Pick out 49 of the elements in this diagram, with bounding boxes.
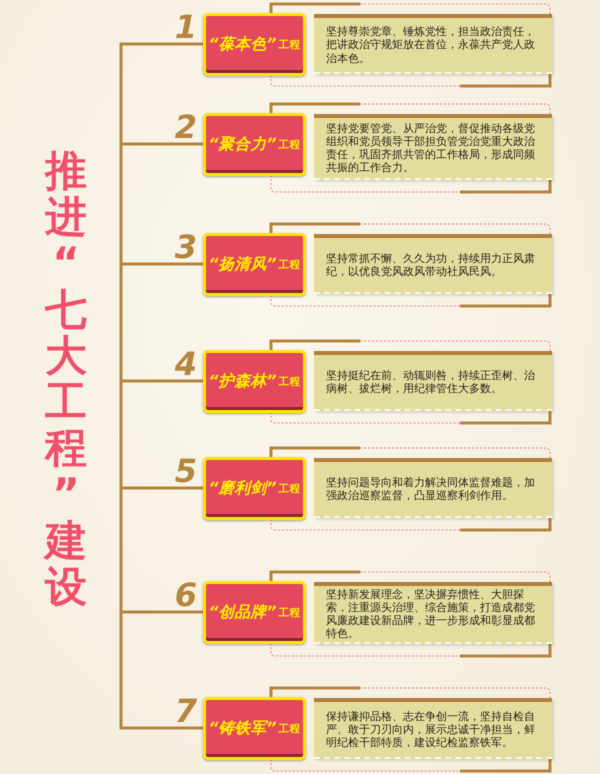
description-text: 保持谦抑品格、志在争创一流，坚持自检自严、敢于刀刃向内，展示忠诚干净担当，鲜明纪检干部特质，建设纪检监察铁军。 (326, 710, 536, 750)
description-card (314, 234, 552, 294)
vertical-title: 推进“七大工程”建设 (45, 148, 87, 610)
step-number: 4 (174, 348, 197, 380)
project-name: “扬清风” (208, 254, 276, 275)
connector-line (120, 380, 203, 490)
description-text: 坚持尊崇党章、锤炼党性，担当政治责任，把讲政治守规矩放在首位，永葆共产党人政治本色。 (326, 25, 536, 65)
project-tag (203, 13, 306, 76)
connector-line (120, 610, 203, 730)
description-card (314, 114, 552, 180)
step-number: 6 (174, 579, 197, 611)
project-suffix: 工程 (278, 606, 300, 620)
project-tag (203, 350, 306, 413)
description-card (314, 458, 552, 518)
connector-line (120, 42, 203, 146)
project-tag (203, 457, 306, 520)
project-suffix: 工程 (278, 138, 300, 152)
description-text: 坚持常抓不懈、久久为功，持续用力正风肃纪，以优良党风政风带动社风民风。 (326, 252, 536, 278)
description-text: 坚持挺纪在前、动辄则咎，持续正歪树、治病树、拔烂树，用纪律管住大多数。 (326, 368, 536, 396)
project-name: “铸铁军” (208, 718, 276, 739)
step-number: 1 (174, 11, 197, 43)
project-name: “创品牌” (208, 602, 276, 623)
project-tag (203, 113, 306, 176)
project-name: “聚合力” (208, 134, 276, 155)
description-card (314, 14, 552, 74)
step-number: 2 (174, 111, 197, 143)
description-card (314, 698, 552, 759)
project-suffix: 工程 (278, 38, 300, 52)
description-text: 坚持新发展理念，坚决摒弃惯性、大胆探索，注重源头治理、综合施策，打造成都党风廉政建设新品牌，进一步形成和彰显成都特色。 (326, 588, 536, 640)
project-tag (203, 697, 306, 760)
connector-line (120, 142, 203, 266)
step-number: 5 (174, 455, 197, 487)
project-suffix: 工程 (278, 374, 300, 388)
project-suffix: 工程 (278, 258, 300, 272)
description-card (314, 582, 552, 644)
project-name: “磨利剑” (208, 478, 276, 499)
connector-line (120, 262, 203, 382)
description-text: 坚持党要管党、从严治党，督促推动各级党组织和党员领导干部担负管党治党重大政治责任，巩固齐抓共管的工作格局，形成同频共振的工作合力。 (326, 122, 536, 174)
step-number: 7 (174, 695, 197, 727)
project-name: “葆本色” (208, 34, 276, 55)
project-suffix: 工程 (278, 482, 300, 496)
step-number: 3 (174, 231, 197, 263)
description-card (314, 351, 552, 411)
project-name: “护森林” (208, 371, 276, 392)
project-tag (203, 233, 306, 296)
project-tag (203, 581, 306, 644)
project-suffix: 工程 (278, 722, 300, 736)
connector-line (120, 486, 203, 614)
description-text: 坚持问题导向和着力解决同体监督难题，加强政治巡察监督，凸显巡察利剑作用。 (326, 476, 536, 502)
